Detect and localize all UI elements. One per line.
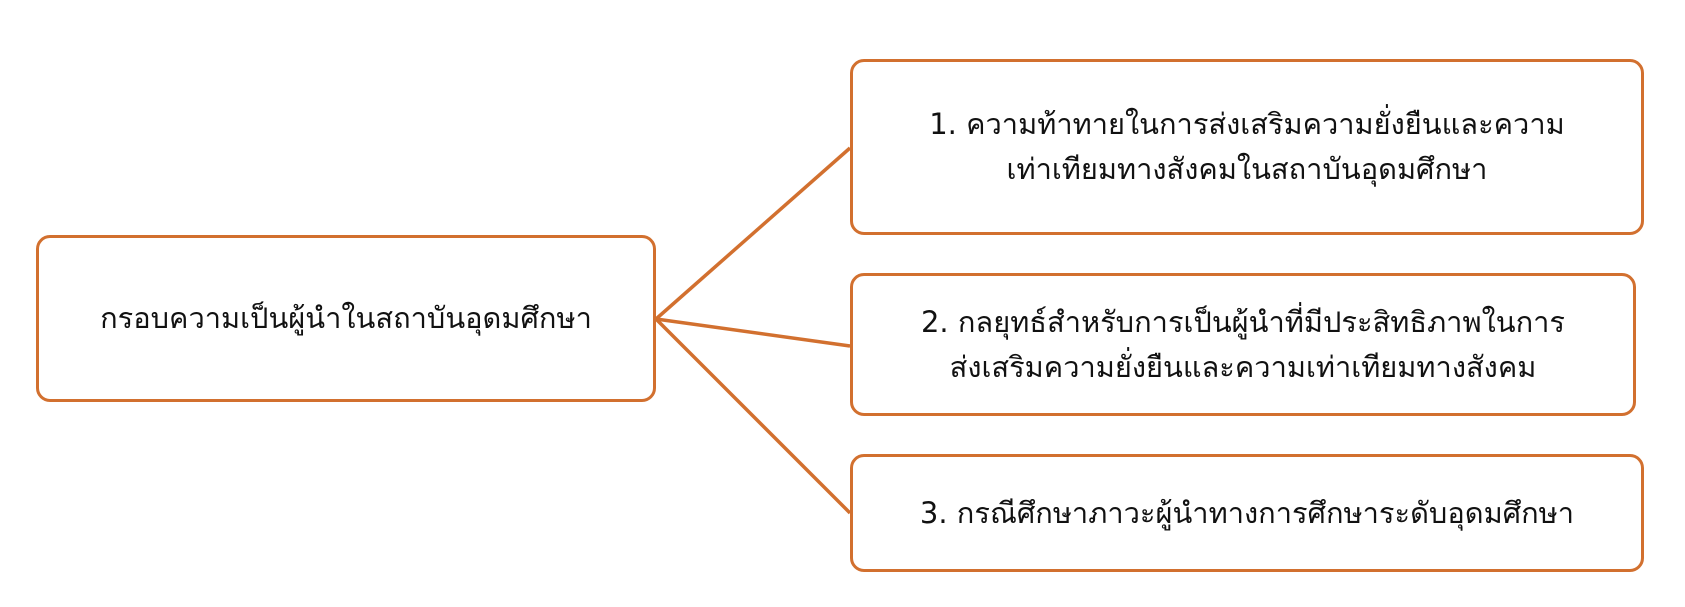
child-node-2: 2. กลยุทธ์สำหรับการเป็นผู้นำที่มีประสิทธ… [850,273,1636,416]
root-node: กรอบความเป็นผู้นำในสถาบันอุดมศึกษา [36,235,656,402]
connector-line-1 [654,146,852,321]
connector-line-3 [654,317,852,515]
child-node-2-line-1: 2. กลยุทธ์สำหรับการเป็นผู้นำที่มีประสิทธ… [920,304,1565,339]
child-node-3: 3. กรณีศึกษาภาวะผู้นำทางการศึกษาระดับอุด… [850,454,1644,572]
root-node-label: กรอบความเป็นผู้นำในสถาบันอุดมศึกษา [100,301,592,336]
child-node-3-line-1: 3. กรณีศึกษาภาวะผู้นำทางการศึกษาระดับอุด… [919,495,1575,530]
child-node-1-line-1: 1. ความท้าทายในการส่งเสริมความยั่งยืนและ… [929,107,1565,142]
connector-line-2 [655,317,851,348]
child-node-2-line-2: ส่งเสริมความยั่งยืนและความเท่าเทียมทางสั… [949,349,1537,384]
child-node-1: 1. ความท้าทายในการส่งเสริมความยั่งยืนและ… [850,59,1644,235]
child-node-1-line-2: เท่าเทียมทางสังคมในสถาบันอุดมศึกษา [1006,152,1488,186]
